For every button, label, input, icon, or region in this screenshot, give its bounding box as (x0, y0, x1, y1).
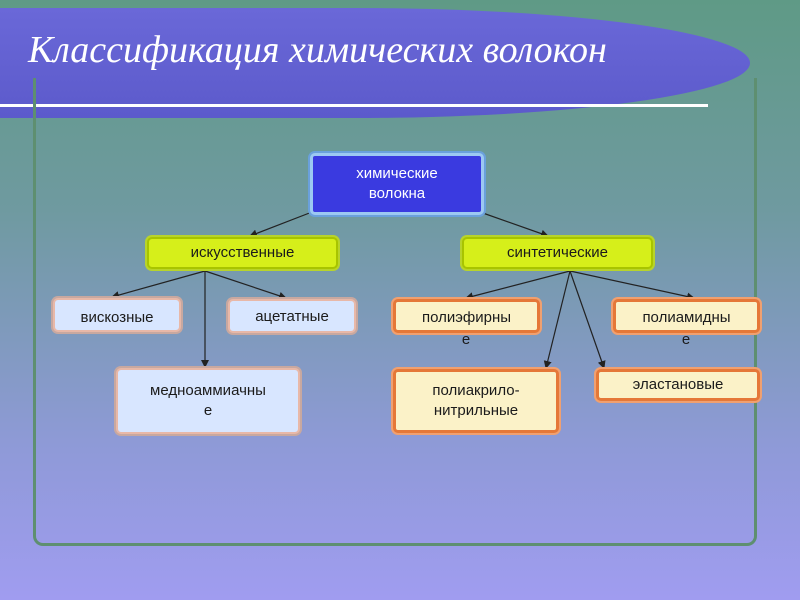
link-art-acet (204, 270, 287, 300)
medn-line1: медноаммиачны (150, 382, 266, 399)
link-root-synthetic (479, 211, 549, 238)
title-banner (0, 8, 750, 118)
node-elastane: эластановые (596, 369, 760, 401)
node-polyamide: полиамидны (613, 299, 760, 333)
node-viscose: вискозные (53, 298, 181, 332)
polyester-overflow: е (461, 331, 471, 348)
medn-line2: е (203, 402, 213, 419)
node-acetate: ацетатные (228, 299, 356, 333)
node-polyacrylonitrile: полиакрило- нитрильные (393, 369, 559, 433)
title-underline (0, 104, 708, 107)
root-line1: химические (356, 165, 438, 182)
polyamide-overflow: е (681, 331, 691, 348)
page-title: Классификация химических волокон (28, 29, 607, 71)
link-syn-poli-e (465, 270, 571, 301)
link-syn-elast (569, 270, 606, 369)
node-cuprammonium: медноаммиачны е (116, 368, 300, 434)
link-art-visc (111, 270, 206, 299)
node-artificial: искусственные (147, 237, 338, 269)
pan-line1: полиакрило- (432, 382, 520, 399)
root-line2: волокна (368, 185, 426, 202)
node-polyester: полиэфирны (393, 299, 540, 333)
node-synthetic: синтетические (462, 237, 653, 269)
link-syn-poli-a (569, 270, 695, 301)
pan-line2: нитрильные (433, 402, 519, 419)
link-syn-pan (543, 270, 571, 369)
link-root-artificial (249, 211, 313, 238)
node-chemical-fibers: химические волокна (310, 153, 484, 215)
